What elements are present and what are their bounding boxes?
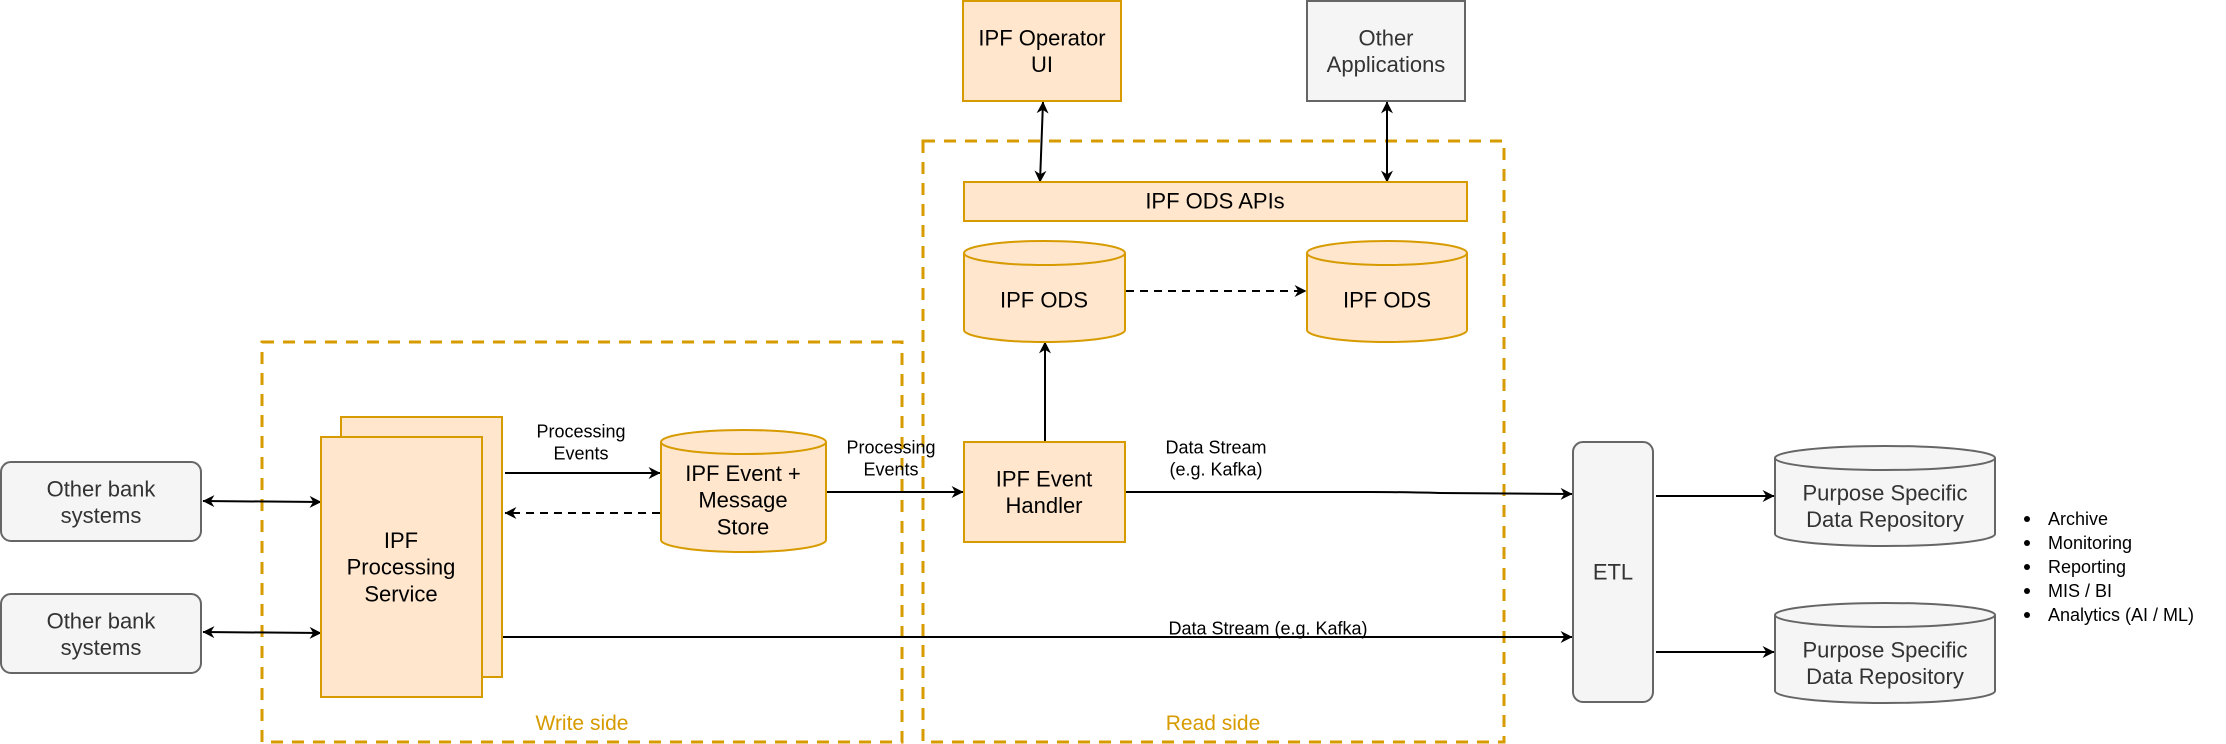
uses-bullet (2024, 612, 2030, 618)
other-applications (1306, 0, 1466, 102)
other-bank-systems-2 (0, 593, 202, 674)
uses-item: Reporting (2048, 557, 2126, 577)
ods-apis (963, 181, 1468, 222)
uses-bullet (2024, 540, 2030, 546)
edge-handler-etl (1126, 487, 1573, 500)
ods-right (1306, 240, 1468, 343)
uses-bullet (2024, 588, 2030, 594)
ods-apis-label: IPF ODS APIs (1145, 189, 1284, 214)
ods-right-label: IPF ODS (1343, 288, 1431, 313)
write-side-group (260, 340, 904, 744)
ods-left (963, 240, 1126, 343)
event-handler (963, 441, 1126, 543)
uses-item: MIS / BI (2048, 581, 2112, 601)
read-side-label: Read side (1166, 712, 1261, 735)
data-repository-1 (1774, 445, 1996, 547)
read-side-group (921, 139, 1506, 744)
edge-bank2-service (202, 626, 322, 639)
event-message-store (660, 429, 827, 553)
etl-label: ETL (1593, 560, 1633, 585)
data-stream-label-2: Data Stream (e.g. Kafka) (1168, 618, 1367, 638)
edge-bank1-service (202, 495, 322, 508)
uses-item: Archive (2048, 509, 2108, 529)
edge-ui-apis (1034, 101, 1049, 183)
processing-service (320, 436, 483, 698)
uses-bullet (2024, 564, 2030, 570)
operator-ui (962, 0, 1122, 102)
ods-left-label: IPF ODS (1000, 288, 1088, 313)
etl (1572, 441, 1654, 703)
uses-bullet (2024, 516, 2030, 522)
write-side-label: Write side (536, 712, 629, 735)
connectors (202, 101, 1775, 658)
uses-item: Monitoring (2048, 533, 2132, 553)
data-repository-2 (1774, 602, 1996, 704)
data-stream-label-1: Data Stream(e.g. Kafka) (1165, 437, 1266, 479)
uses-item: Analytics (AI / ML) (2048, 605, 2194, 625)
other-bank-systems-1 (0, 461, 202, 542)
